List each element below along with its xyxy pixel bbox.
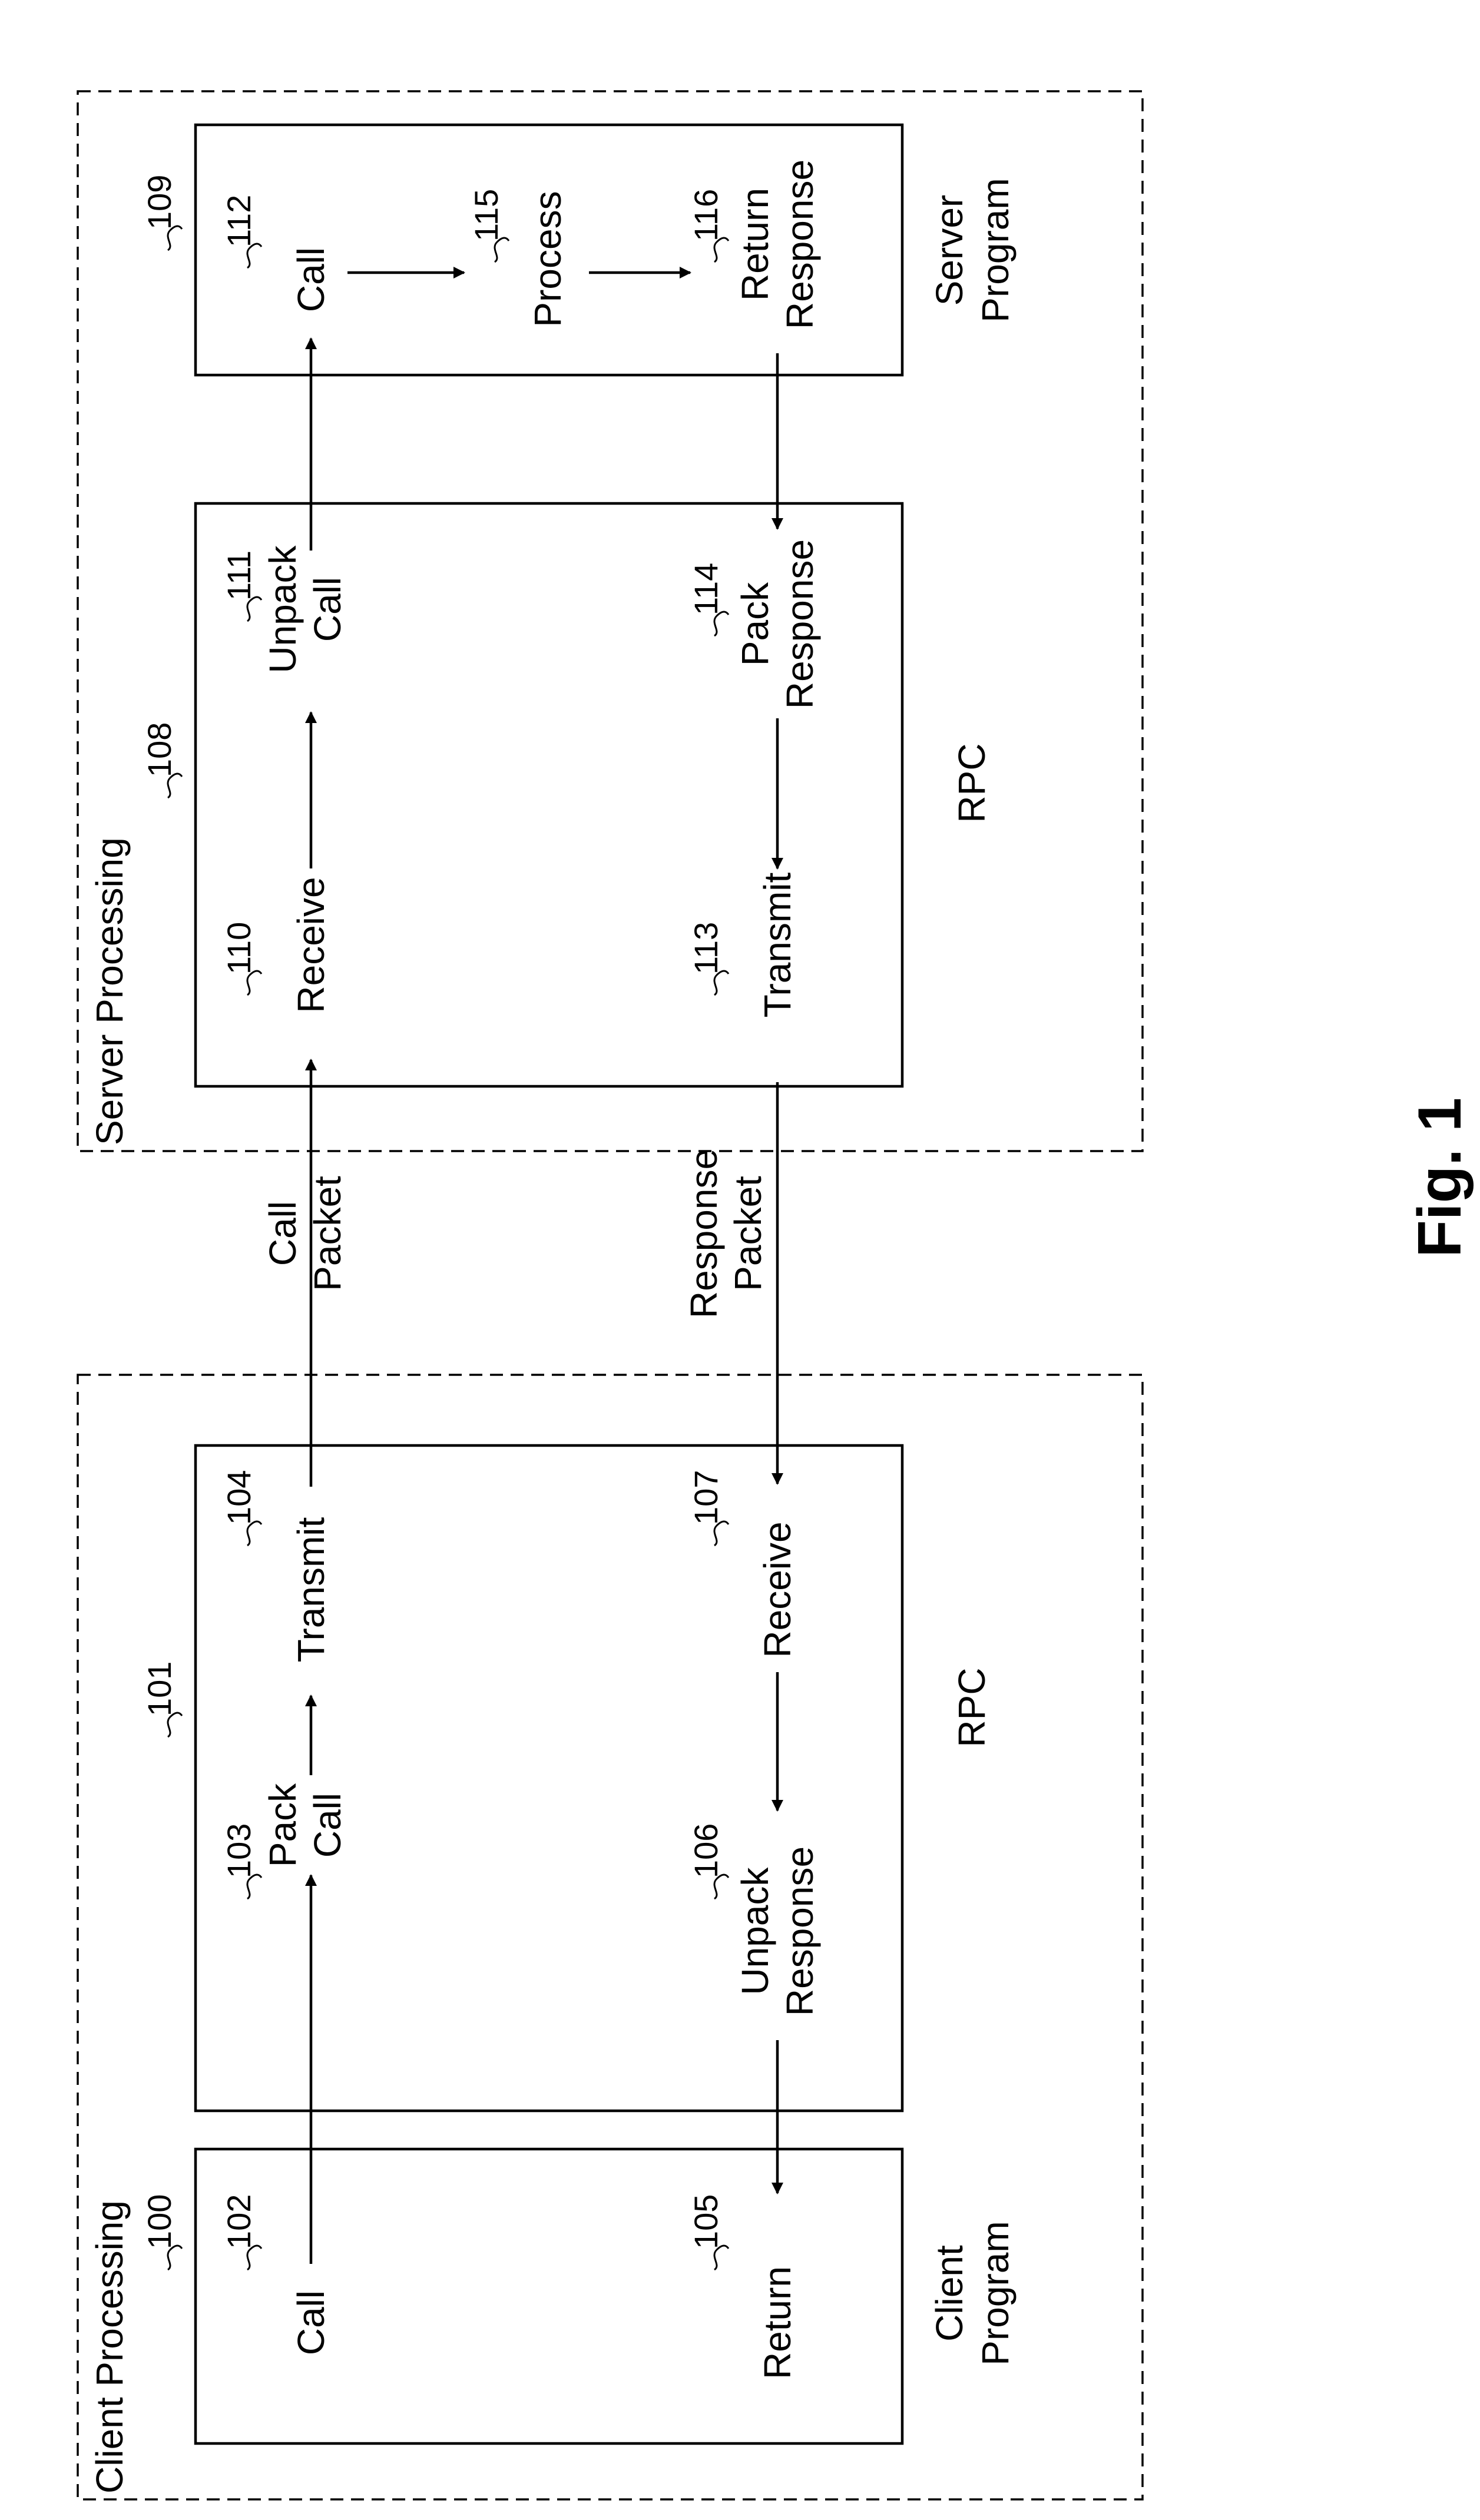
client-program-caption-line2: Program	[974, 2221, 1017, 2365]
server-pack-response-line2: Response	[779, 539, 821, 709]
client-unpack-response-ref: 106	[687, 1823, 724, 1878]
client-return-label: Return	[756, 2266, 799, 2379]
figure-label: Fig. 1	[1406, 1097, 1474, 1258]
server-program-ref: 109	[141, 175, 178, 230]
server-unpack-call-ref: 111	[220, 551, 257, 601]
server-receive-label: Receive	[290, 877, 332, 1013]
call-packet-label-line1: Call	[261, 1201, 304, 1266]
client-receive-label: Receive	[756, 1521, 799, 1657]
client-program-caption-line1: Client	[928, 2245, 971, 2342]
server-processing-label: Server Processing	[88, 837, 131, 1145]
server-rpc-ref: 108	[141, 722, 178, 777]
call-packet-label-line2: Packet	[306, 1176, 349, 1291]
client-call-ref: 102	[220, 2194, 257, 2249]
server-unpack-call-line2: Call	[306, 577, 349, 642]
client-transmit-ref: 104	[220, 1470, 257, 1525]
server-pack-response-line1: Pack	[734, 582, 776, 666]
server-return-response-ref: 116	[687, 189, 724, 241]
server-program-caption-line1: Server	[928, 195, 971, 306]
server-unpack-call-line1: Unpack	[261, 545, 304, 674]
client-pack-call-line2: Call	[306, 1793, 349, 1858]
server-call-ref: 112	[220, 195, 257, 247]
server-call-label: Call	[290, 247, 332, 312]
client-unpack-response-line2: Response	[779, 1846, 821, 2016]
client-unpack-response-line1: Unpack	[734, 1867, 776, 1995]
client-processing-ref: 100	[141, 2194, 178, 2249]
client-receive-ref: 107	[687, 1470, 724, 1525]
server-return-response-line2: Response	[779, 160, 821, 329]
server-transmit-ref: 113	[687, 922, 724, 974]
client-processing-label: Client Processing	[88, 2200, 131, 2494]
client-pack-call-line1: Pack	[261, 1783, 304, 1867]
server-rpc-caption: RPC	[951, 743, 993, 823]
server-process-ref: 115	[468, 189, 505, 241]
server-program-caption-line2: Program	[974, 178, 1017, 322]
client-transmit-label: Transmit	[290, 1517, 332, 1663]
client-rpc-caption: RPC	[951, 1667, 993, 1747]
client-call-label: Call	[290, 2290, 332, 2355]
server-return-response-line1: Return	[734, 188, 776, 301]
response-packet-label-line1: Response	[683, 1149, 725, 1318]
client-return-ref: 105	[687, 2194, 724, 2249]
client-pack-call-ref: 103	[220, 1823, 257, 1878]
server-pack-response-ref: 114	[687, 563, 724, 615]
server-process-label: Process	[527, 191, 569, 327]
server-receive-ref: 110	[220, 922, 257, 974]
server-transmit-label: Transmit	[756, 873, 799, 1018]
client-rpc-ref: 101	[141, 1662, 178, 1716]
response-packet-label-line2: Packet	[727, 1176, 769, 1291]
